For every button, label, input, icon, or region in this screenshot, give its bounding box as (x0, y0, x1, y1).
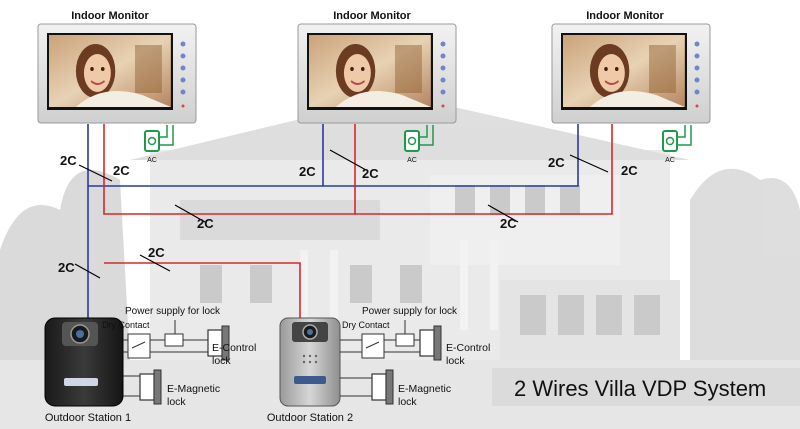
e-control-lock-label: lock (212, 355, 231, 367)
indoor-monitor-3: Indoor Monitor AC (552, 10, 710, 164)
power-supply-label: Power supply for lock (362, 306, 458, 317)
cable-label: 2C (362, 166, 379, 181)
dry-contact-switch-icon (127, 333, 151, 359)
red-wire (103, 124, 613, 318)
call-button (294, 376, 326, 384)
system-title-band: 2 Wires Villa VDP System (492, 368, 800, 406)
power-supply-label: Power supply for lock (125, 306, 221, 317)
cable-label: 2C (299, 164, 316, 179)
e-magnetic-lock-label: lock (167, 396, 186, 408)
cable-label: 2C (500, 216, 517, 231)
monitor-label: Indoor Monitor (586, 10, 664, 22)
cable-label: 2C (621, 163, 638, 178)
ac-adapter-icon (144, 124, 174, 152)
station-label: Outdoor Station 2 (267, 412, 353, 424)
cable-label: 2C (60, 153, 77, 168)
e-control-lock-label: E-Control (212, 342, 256, 354)
villa-background (0, 95, 800, 429)
system-title: 2 Wires Villa VDP System (514, 376, 766, 401)
call-button (64, 378, 98, 386)
dry-contact-switch-icon (361, 333, 385, 359)
ac-label: AC (147, 157, 157, 164)
e-control-lock-icon (419, 325, 442, 361)
cable-label: 2C (113, 163, 130, 178)
indoor-monitor-2: Indoor Monitor AC (298, 10, 456, 164)
e-magnetic-lock-icon (139, 369, 162, 405)
e-control-lock-label: lock (446, 355, 465, 367)
outdoor-station-1: Outdoor Station 1 Power supply for lock … (44, 306, 256, 424)
cable-label: 2C (148, 245, 165, 260)
cable-label: 2C (548, 155, 565, 170)
cable-ticks (74, 149, 609, 279)
dry-contact-label: Dry Contact (102, 320, 150, 330)
cable-label: 2C (58, 260, 75, 275)
e-magnetic-lock-label: E-Magnetic (398, 383, 451, 395)
power-supply-icon (395, 333, 415, 347)
e-magnetic-lock-label: E-Magnetic (167, 383, 220, 395)
station-label: Outdoor Station 1 (45, 412, 131, 424)
power-supply-icon (164, 333, 184, 347)
e-magnetic-lock-label: lock (398, 396, 417, 408)
dry-contact-label: Dry Contact (342, 320, 390, 330)
ac-label: AC (407, 157, 417, 164)
e-magnetic-lock-icon (371, 369, 394, 405)
blue-wire (87, 124, 579, 318)
ac-label: AC (665, 157, 675, 164)
ac-adapter-icon (662, 124, 692, 152)
cable-label: 2C (197, 216, 214, 231)
outdoor-station-2: Outdoor Station 2 Power supply for lock … (267, 306, 490, 424)
wiring (74, 124, 613, 318)
cable-labels: 2C 2C 2C 2C 2C 2C 2C 2C 2C 2C (58, 153, 638, 275)
monitor-label: Indoor Monitor (71, 10, 149, 22)
monitor-label: Indoor Monitor (333, 10, 411, 22)
indoor-monitor-1: Indoor Monitor AC (38, 10, 196, 164)
e-control-lock-label: E-Control (446, 342, 490, 354)
